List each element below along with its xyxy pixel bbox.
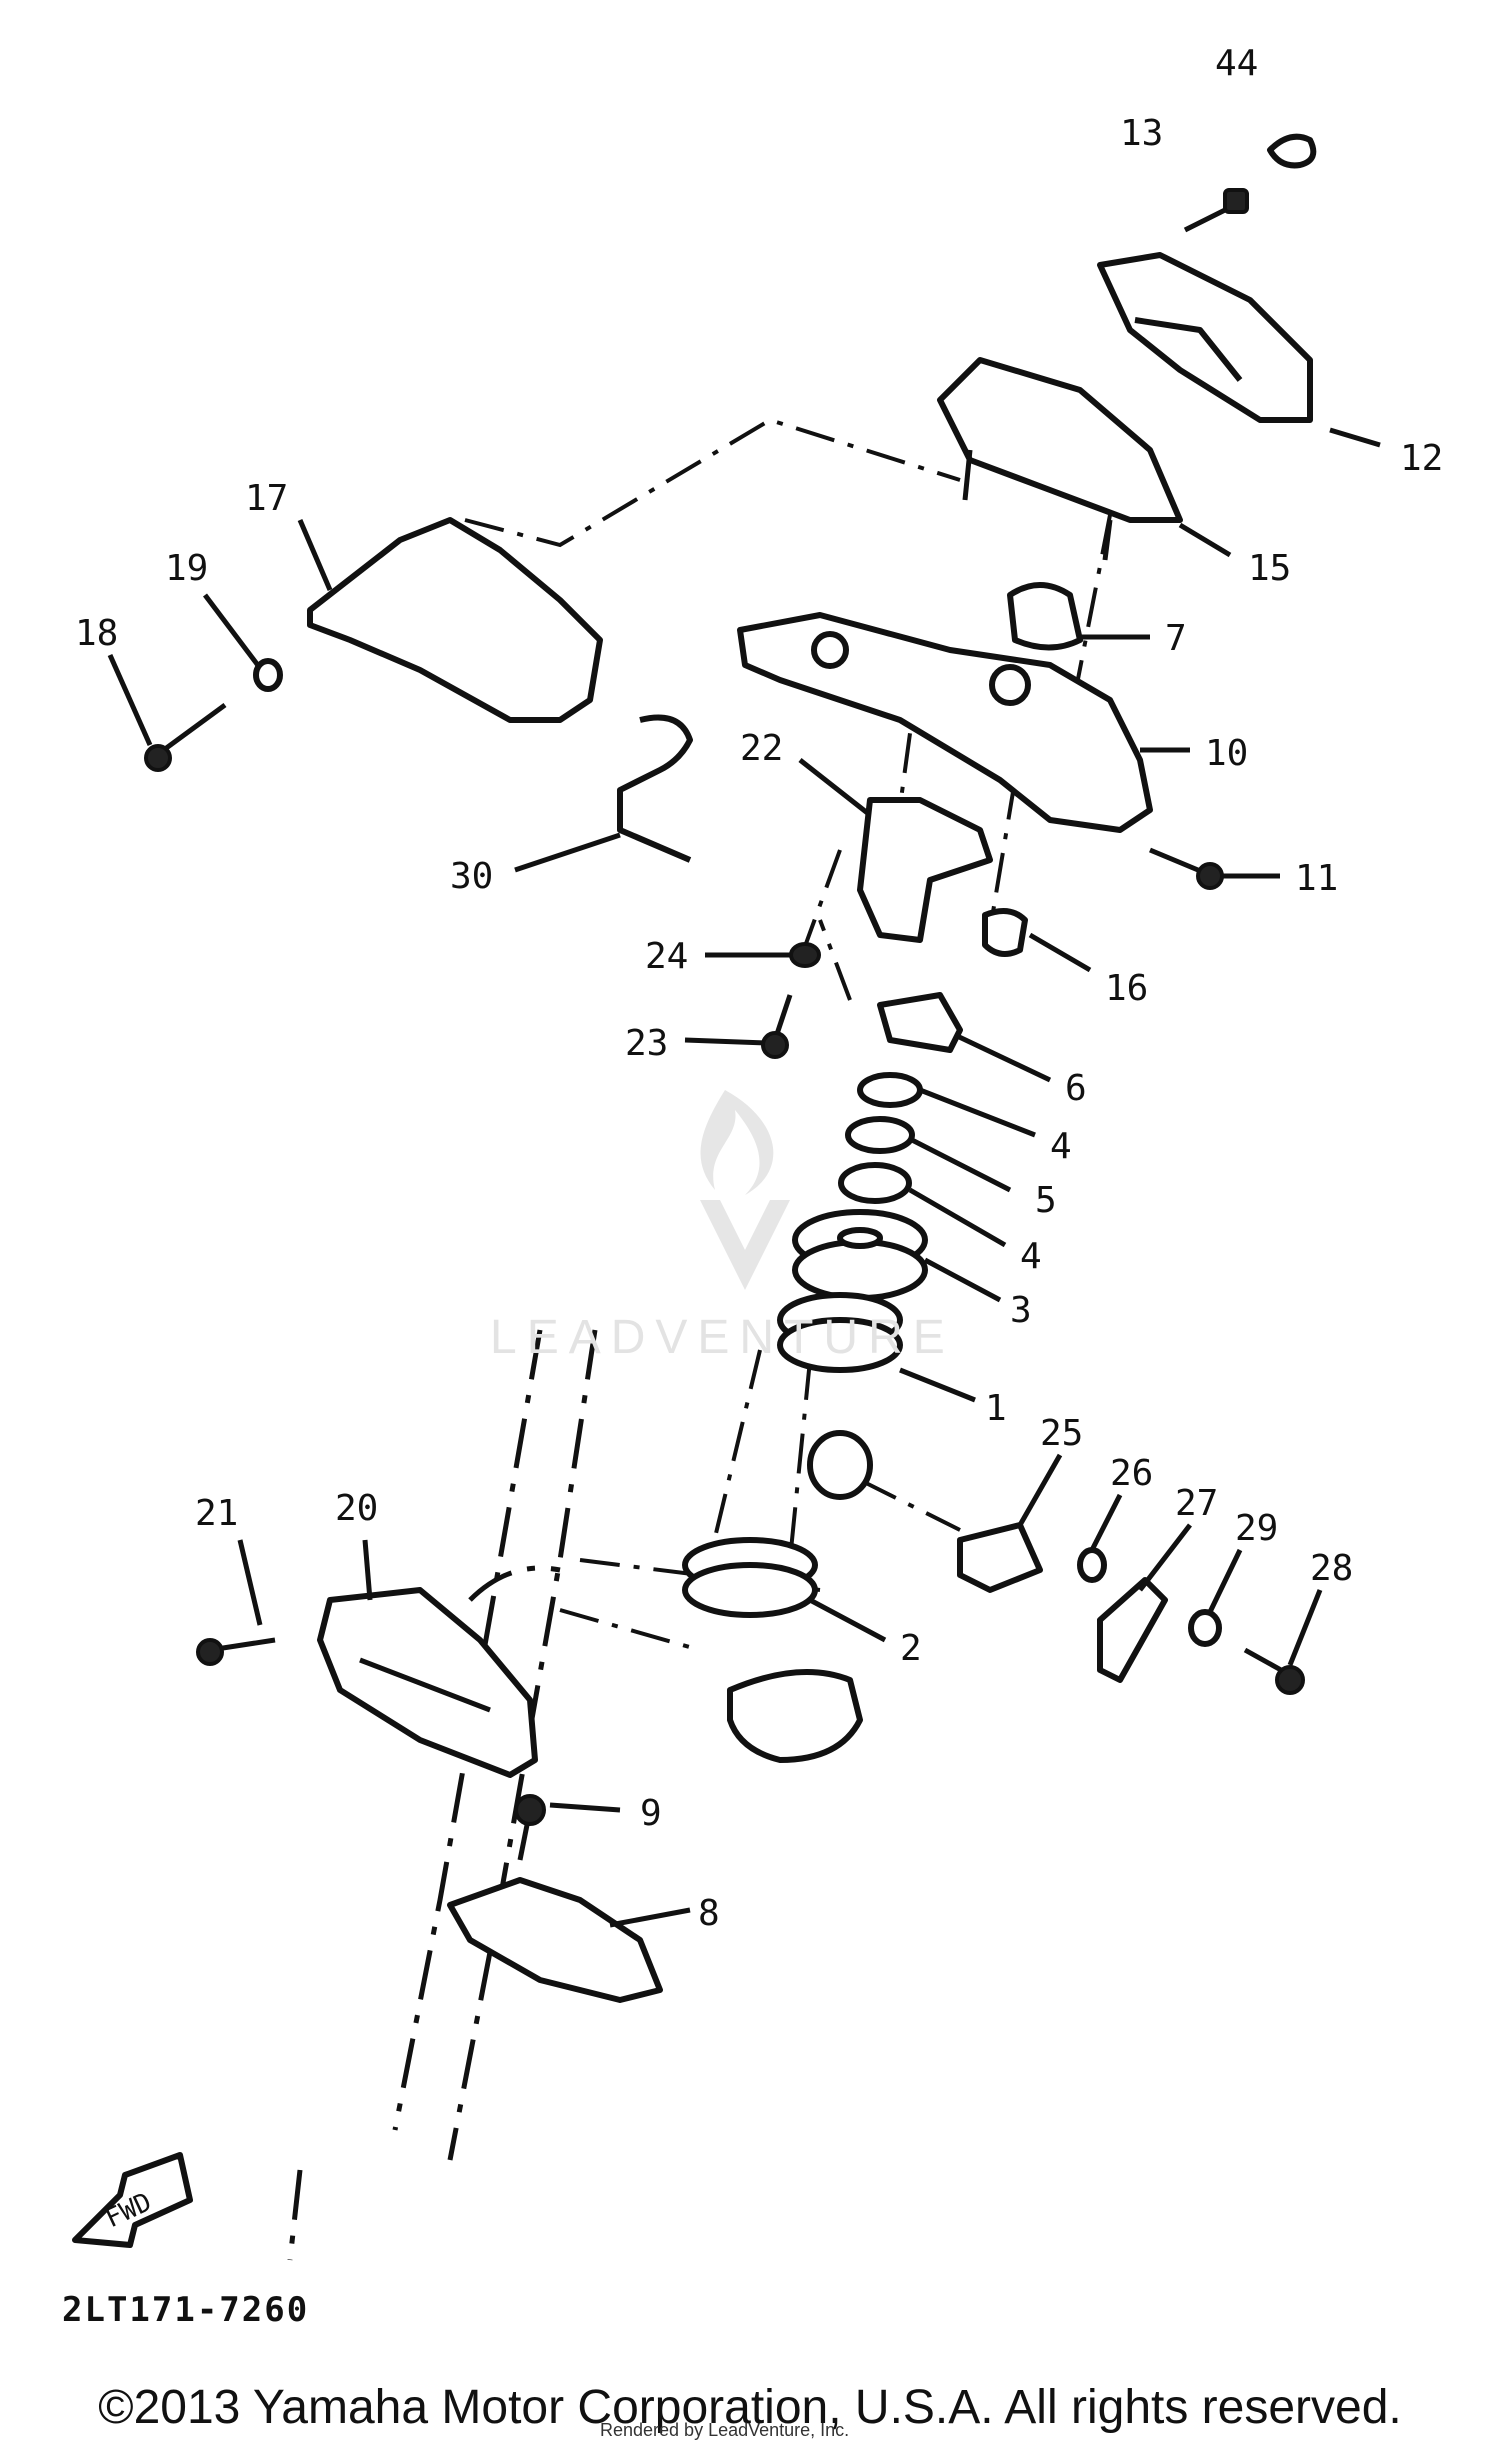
fork-tubes bbox=[287, 1329, 598, 2261]
part-10-upper-bracket bbox=[737, 612, 1153, 833]
fwd-arrow bbox=[72, 2152, 193, 2248]
part-4-washer-upper bbox=[857, 1072, 923, 1108]
callout-1: 1 bbox=[985, 1388, 1007, 1429]
part-8-cable-guide bbox=[447, 1877, 663, 2003]
part-27-plate bbox=[1097, 1577, 1168, 1683]
part-7-cap bbox=[1007, 582, 1083, 651]
callout-3: 3 bbox=[1010, 1290, 1032, 1331]
part-6-ring-nut bbox=[877, 992, 963, 1053]
part-29-washer bbox=[1188, 1609, 1222, 1647]
part-18-bolt bbox=[144, 702, 227, 772]
part-28-screw bbox=[1243, 1647, 1305, 1695]
callout-20: 20 bbox=[335, 1488, 378, 1529]
part-2-bearing bbox=[682, 1537, 818, 1618]
watermark-text: LEADVENTURE bbox=[490, 1311, 955, 1364]
callout-8: 8 bbox=[698, 1893, 720, 1934]
part-17-handlebar bbox=[307, 517, 603, 723]
callout-18: 18 bbox=[75, 613, 118, 654]
callout-17: 17 bbox=[245, 478, 288, 519]
part-4-washer-lower bbox=[838, 1162, 912, 1204]
copyright-notice: ©2013 Yamaha Motor Corporation, U.S.A. A… bbox=[98, 2381, 1402, 2434]
part-22-bracket bbox=[857, 797, 993, 943]
part-3-bearing bbox=[792, 1209, 928, 1301]
callout-11: 11 bbox=[1295, 858, 1338, 899]
part-19-washer bbox=[253, 658, 283, 692]
callout-44: 44 bbox=[1215, 43, 1258, 84]
part-13-bolt bbox=[1183, 188, 1249, 233]
part-25-lock bbox=[957, 1522, 1043, 1593]
callout-7: 7 bbox=[1165, 618, 1187, 659]
part-5-washer bbox=[845, 1116, 915, 1154]
callout-22: 22 bbox=[740, 728, 783, 769]
callout-19: 19 bbox=[165, 548, 208, 589]
callout-15: 15 bbox=[1248, 548, 1291, 589]
part-23-bolt bbox=[761, 994, 793, 1059]
callout-5: 5 bbox=[1035, 1180, 1057, 1221]
part-44-cap bbox=[1267, 133, 1317, 169]
part-21-bolt bbox=[196, 1637, 276, 1666]
callout-30: 30 bbox=[450, 856, 493, 897]
callout-16: 16 bbox=[1105, 968, 1148, 1009]
callout-29: 29 bbox=[1235, 1508, 1278, 1549]
callout-12: 12 bbox=[1400, 438, 1443, 479]
steering-stem bbox=[727, 1669, 863, 1763]
callout-23: 23 bbox=[625, 1023, 668, 1064]
rendered-by-notice: Rendered by LeadVenture, Inc. bbox=[600, 2420, 850, 2440]
part-30-wire-guide bbox=[617, 714, 693, 863]
callout-24: 24 bbox=[645, 936, 688, 977]
part-1-bearing bbox=[777, 1292, 903, 1373]
part-24-nut bbox=[789, 942, 821, 968]
callout-13: 13 bbox=[1120, 113, 1163, 154]
callout-9: 9 bbox=[640, 1793, 662, 1834]
part-12-handlebar-holder bbox=[1097, 252, 1313, 423]
callout-10: 10 bbox=[1205, 733, 1248, 774]
callout-2: 2 bbox=[900, 1628, 922, 1669]
callout-6: 6 bbox=[1065, 1068, 1087, 1109]
callout-28: 28 bbox=[1310, 1548, 1353, 1589]
part-16-grommet bbox=[982, 908, 1028, 957]
watermark-logo bbox=[700, 1090, 790, 1290]
part-15-handlebar-holder-lower bbox=[937, 357, 1183, 561]
callout-21: 21 bbox=[195, 1493, 238, 1534]
callout-4-lower: 4 bbox=[1020, 1236, 1042, 1277]
callout-4-upper: 4 bbox=[1050, 1126, 1072, 1167]
part-26-spring bbox=[1077, 1547, 1107, 1583]
part-9-bolt bbox=[514, 1794, 546, 1861]
callout-leaders bbox=[107, 427, 1381, 1928]
part-11-bolt bbox=[1149, 847, 1224, 890]
diagram-code: 2LT171-7260 bbox=[62, 2290, 310, 2330]
callout-26: 26 bbox=[1110, 1453, 1153, 1494]
callout-27: 27 bbox=[1175, 1483, 1218, 1524]
callout-25: 25 bbox=[1040, 1413, 1083, 1454]
part-20-under-bracket bbox=[317, 1587, 538, 1778]
callouts: 44 13 12 15 17 19 18 7 10 22 11 30 24 16… bbox=[75, 43, 1443, 2234]
collar bbox=[807, 1430, 873, 1500]
